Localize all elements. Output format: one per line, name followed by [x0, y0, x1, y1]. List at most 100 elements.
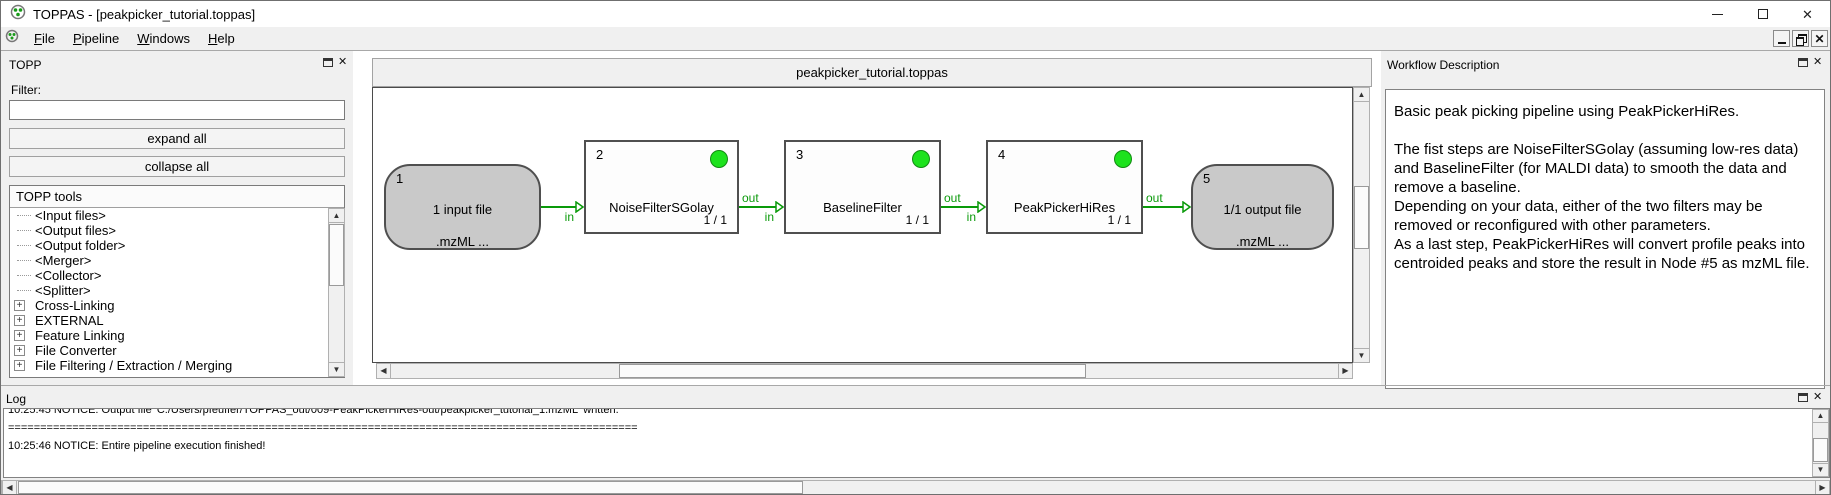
log-vscroll-thumb[interactable]	[1813, 438, 1828, 462]
mdi-restore-icon	[1796, 34, 1807, 46]
workflow-edge[interactable]: out	[1143, 192, 1191, 218]
close-button[interactable]: ✕	[1785, 1, 1830, 27]
edge-line	[541, 206, 577, 208]
description-paragraph: As a last step, PeakPickerHiRes will con…	[1394, 236, 1810, 272]
workflow-tab-label: peakpicker_tutorial.toppas	[796, 65, 948, 80]
collapse-all-button[interactable]: collapse all	[9, 156, 345, 177]
log-scroll-down-icon[interactable]: ▼	[1812, 463, 1829, 477]
mdi-restore-button[interactable]	[1792, 30, 1809, 47]
log-scroll-right-icon[interactable]: ▶	[1815, 480, 1830, 494]
edge-line	[1143, 206, 1184, 208]
edge-arrowhead-icon	[1182, 201, 1191, 213]
node-number: 1	[396, 171, 404, 186]
tree-item-label: Feature Linking	[35, 328, 125, 343]
canvas-scroll-down-icon[interactable]: ▼	[1353, 348, 1370, 363]
tree-item-label: <Splitter>	[35, 283, 91, 298]
log-scroll-up-icon[interactable]: ▲	[1812, 409, 1829, 423]
workflow-edge[interactable]: in	[541, 196, 584, 223]
tools-scroll-thumb[interactable]	[329, 224, 344, 286]
node-title: 1/1 output file	[1223, 202, 1302, 217]
tree-item[interactable]: +EXTERNAL	[10, 313, 344, 328]
expand-plus-icon[interactable]: +	[14, 315, 25, 326]
edge-arrowhead-icon	[775, 201, 784, 213]
tools-scroll-up-icon[interactable]: ▲	[328, 208, 345, 223]
tree-guide-line	[17, 260, 31, 261]
tree-item[interactable]: + Cross-Linking	[10, 298, 344, 313]
expand-plus-icon[interactable]: +	[14, 300, 25, 311]
menu-file[interactable]: File	[34, 30, 55, 46]
log-hscroll-thumb[interactable]	[18, 481, 803, 494]
expand-plus-icon[interactable]: +	[14, 360, 25, 371]
tree-item[interactable]: <Splitter>	[10, 283, 344, 298]
tree-item[interactable]: <Collector>	[10, 268, 344, 283]
toppas-app-icon	[10, 4, 26, 25]
mdi-close-button[interactable]: ✕	[1811, 30, 1828, 47]
canvas-scroll-right-icon[interactable]: ▶	[1338, 363, 1353, 379]
tree-item[interactable]: + Feature Linking	[10, 328, 344, 343]
maximize-icon	[1757, 9, 1768, 19]
node-status-finished-icon	[912, 150, 930, 168]
topp-float-icon[interactable]	[323, 58, 333, 67]
topp-close-icon[interactable]: ✕	[338, 56, 348, 68]
expand-all-button[interactable]: expand all	[9, 128, 345, 149]
description-close-icon[interactable]: ✕	[1813, 56, 1823, 68]
tree-item[interactable]: <Output folder>	[10, 238, 344, 253]
log-float-icon[interactable]	[1798, 393, 1808, 402]
tree-guide-line	[17, 245, 31, 246]
log-close-icon[interactable]: ✕	[1813, 391, 1823, 403]
tree-guide-line	[17, 275, 31, 276]
tree-item[interactable]: <Output files>	[10, 223, 344, 238]
tree-item[interactable]: +File Converter	[10, 343, 344, 358]
menu-pipeline[interactable]: Pipeline	[72, 30, 120, 46]
description-float-icon[interactable]	[1798, 58, 1808, 67]
menu-bar: File Pipeline Windows Help ✕	[1, 27, 1830, 51]
topp-tools-header[interactable]: TOPP tools	[10, 186, 344, 208]
menu-help[interactable]: Help	[207, 30, 235, 46]
window-title-bar[interactable]: TOPPAS - [peakpicker_tutorial.toppas] ✕	[1, 1, 1830, 27]
tree-item-label: <Input files>	[35, 208, 106, 223]
expand-plus-icon[interactable]: +	[14, 330, 25, 341]
log-scroll-left-icon[interactable]: ◀	[2, 480, 17, 494]
tree-item-label: <Collector>	[35, 268, 102, 283]
tree-item[interactable]: + File Filtering / Extraction / Merging	[10, 358, 344, 373]
mdi-minimize-button[interactable]	[1773, 30, 1790, 47]
workflow-tab[interactable]: peakpicker_tutorial.toppas	[372, 58, 1372, 87]
description-panel-title: Workflow Description	[1387, 58, 1500, 72]
log-output[interactable]: 10:25:45 NOTICE: Output file 'C:/Users/p…	[3, 408, 1830, 478]
close-icon: ✕	[1802, 6, 1813, 22]
minimize-button[interactable]	[1695, 1, 1740, 27]
tree-item-label: <Merger>	[35, 253, 92, 268]
tree-item-label: <Output files>	[35, 223, 116, 238]
topp-panel-title: TOPP	[9, 58, 42, 72]
canvas-scroll-left-icon[interactable]: ◀	[376, 363, 391, 379]
mdi-child-icon	[5, 29, 19, 48]
tree-item-label: Cross-Linking	[35, 298, 115, 313]
tree-item-label: <Output folder>	[35, 238, 126, 253]
node-number: 4	[998, 147, 1006, 162]
canvas-scroll-up-icon[interactable]: ▲	[1353, 87, 1370, 102]
description-paragraph: The fist steps are NoiseFilterSGolay (as…	[1394, 141, 1799, 196]
node-title: PeakPickerHiRes	[1013, 200, 1116, 215]
filter-input[interactable]	[9, 100, 345, 120]
expand-plus-icon[interactable]: +	[14, 345, 25, 356]
maximize-button[interactable]	[1740, 1, 1785, 27]
tools-scroll-down-icon[interactable]: ▼	[328, 362, 345, 377]
canvas-vscroll-thumb[interactable]	[1354, 186, 1369, 249]
mdi-close-icon: ✕	[1814, 31, 1825, 46]
menu-windows[interactable]: Windows	[137, 30, 190, 46]
description-paragraph: Depending on your data, either of the tw…	[1394, 198, 1763, 234]
node-status-finished-icon	[1114, 150, 1132, 168]
tree-guide-line	[17, 230, 31, 231]
tree-item[interactable]: <Merger>	[10, 253, 344, 268]
tree-item[interactable]: <Input files>	[10, 208, 344, 223]
canvas-hscroll-thumb[interactable]	[619, 364, 1086, 378]
tree-item-label: File Filtering / Extraction / Merging	[35, 358, 233, 373]
workflow-description-text[interactable]: Basic peak picking pipeline using PeakPi…	[1385, 89, 1825, 389]
